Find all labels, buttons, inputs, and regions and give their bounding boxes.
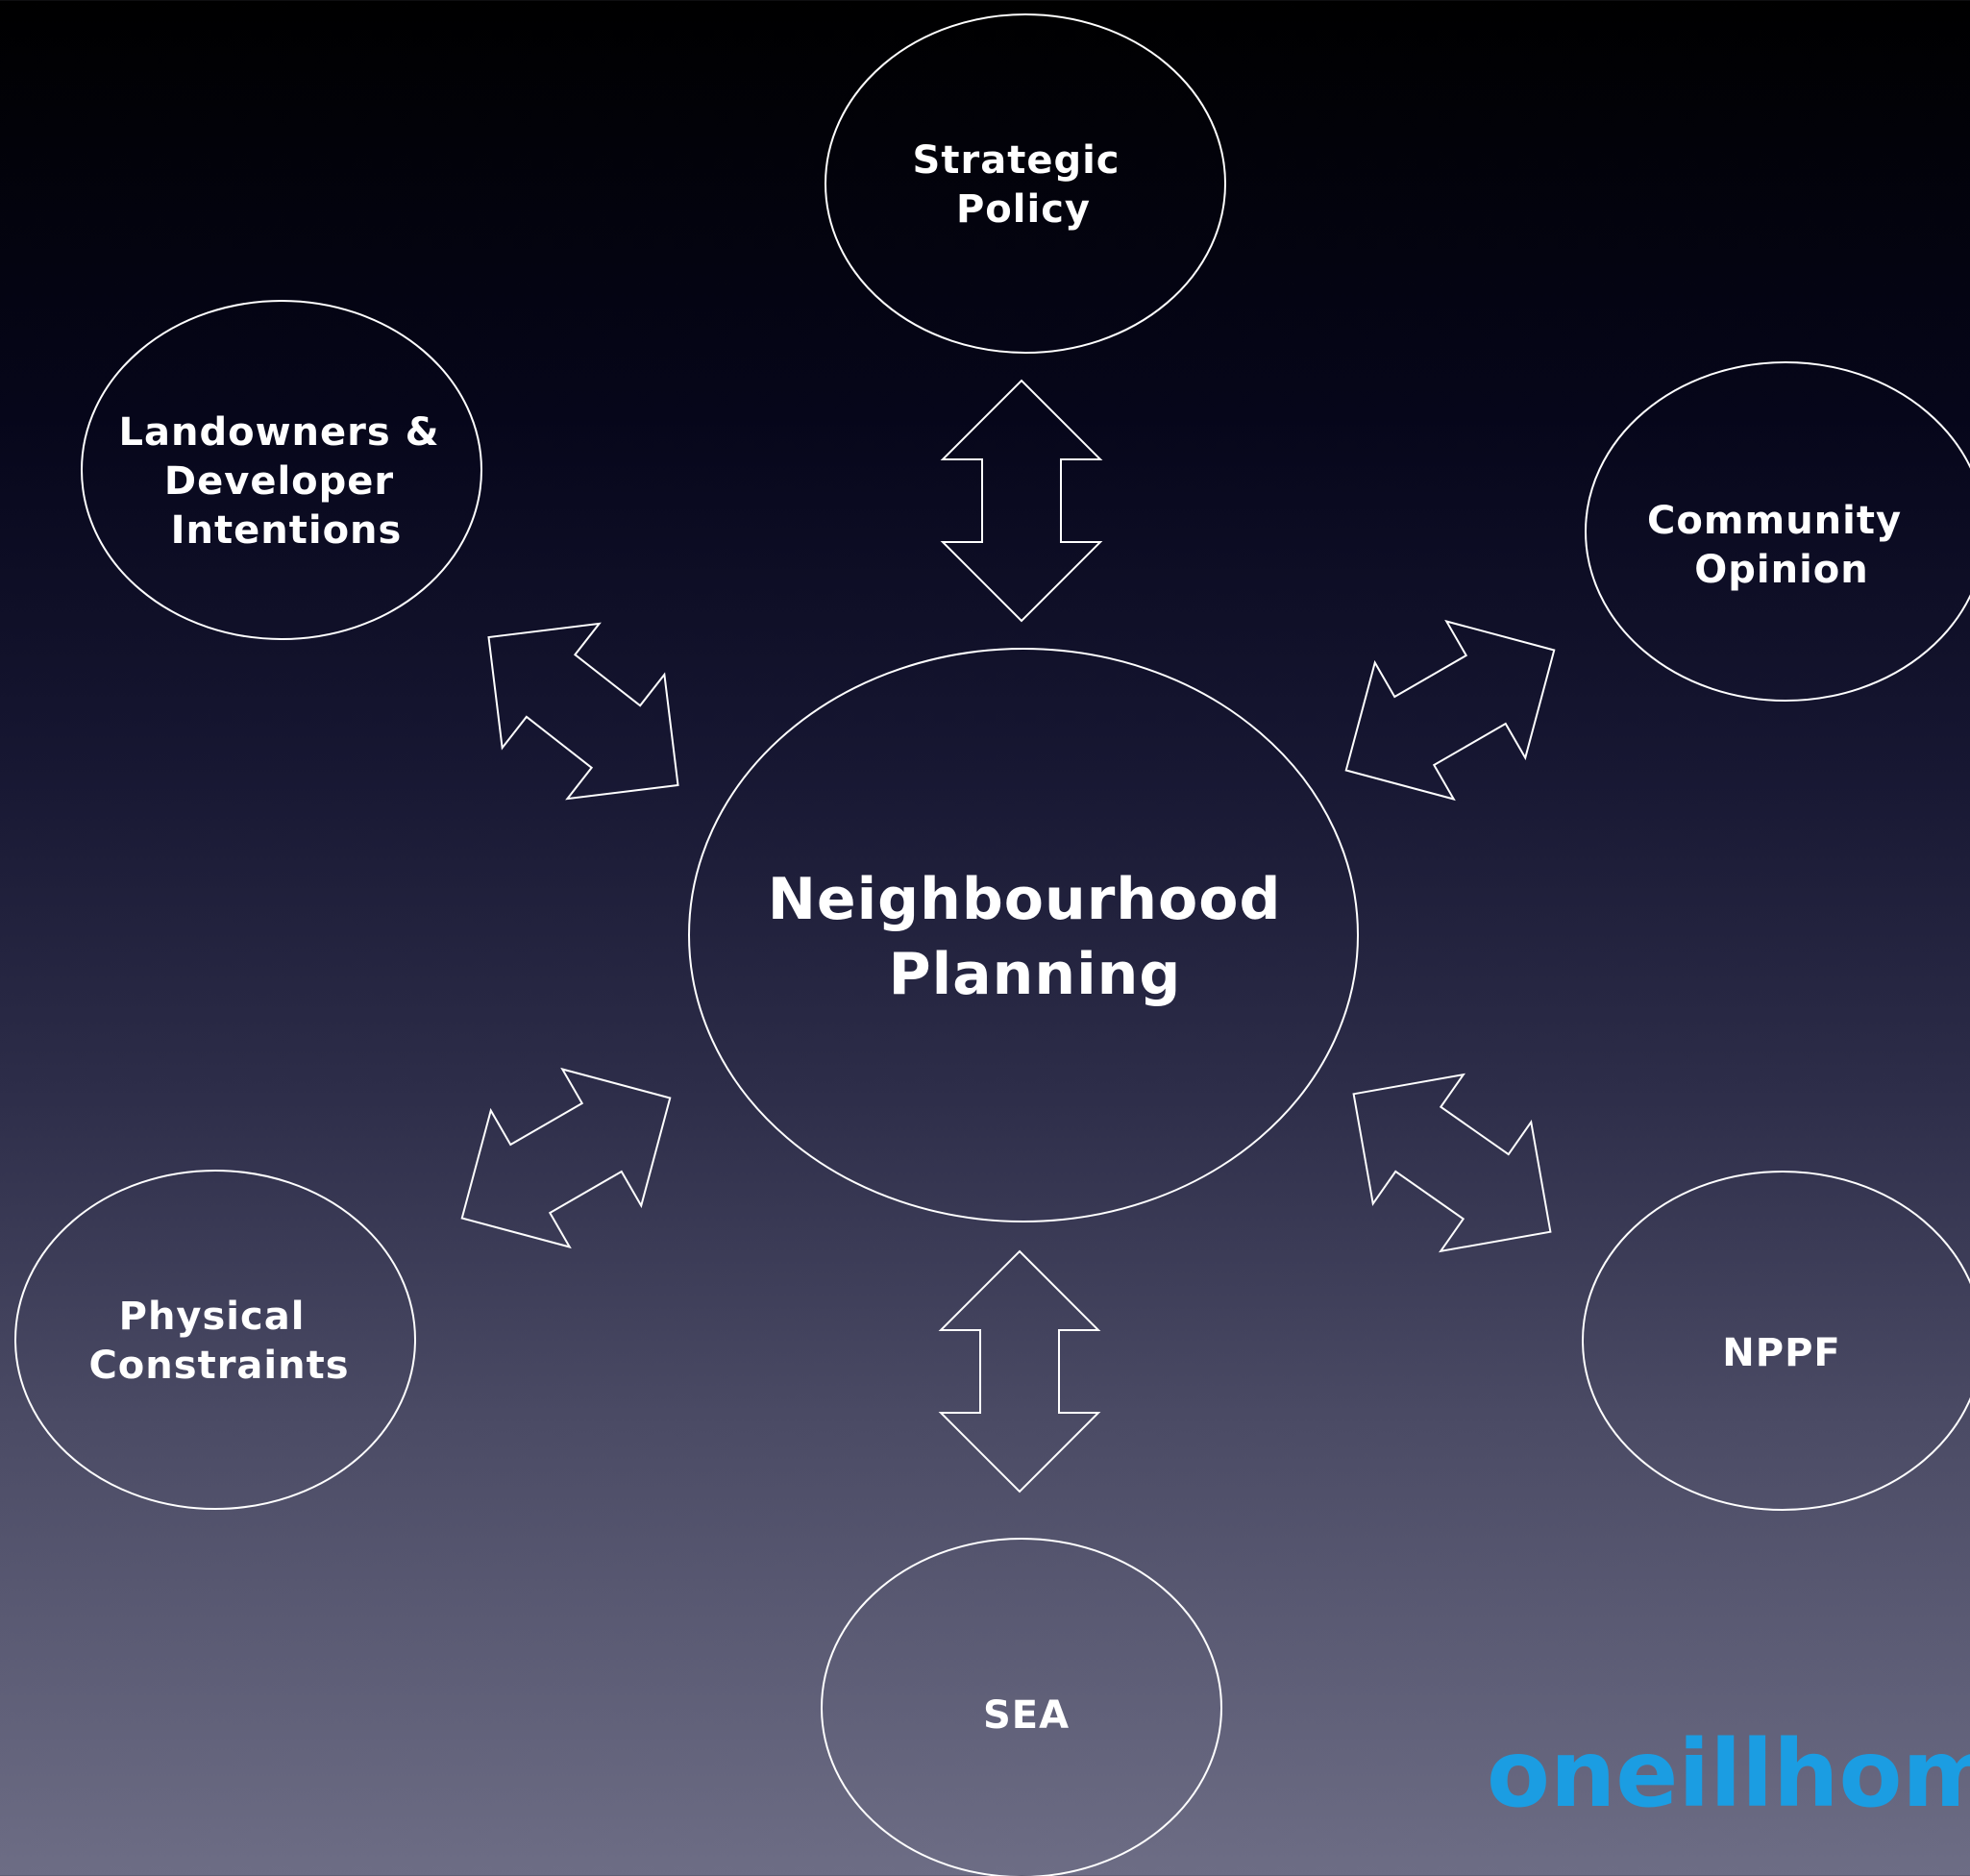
strategic-policy-label-line: Strategic (913, 138, 1120, 183)
arrow-community-opinion (1344, 619, 1556, 802)
arrow-strategic-policy (940, 379, 1103, 623)
landowners-label-line: Intentions (171, 508, 403, 553)
center-node-label-line: Planning (889, 941, 1182, 1008)
double-arrow-icon (460, 1067, 672, 1249)
double-arrow-icon (487, 622, 679, 801)
community-opinion-ellipse (1585, 361, 1970, 702)
double-arrow-icon (1352, 1073, 1552, 1253)
landowners-ellipse (81, 300, 482, 640)
sea-label: SEA (983, 1693, 1070, 1738)
node-strategic-policy: Strategic Policy (825, 13, 1226, 354)
arrow-nppf (1352, 1073, 1552, 1253)
node-landowners: Landowners & Developer Intentions (81, 300, 482, 640)
physical-constraints-label: Physical Constraints (88, 1295, 349, 1388)
center-node: Neighbourhood Planning (688, 648, 1359, 1222)
physical-constraints-label-line: Physical (119, 1295, 306, 1339)
center-node-label-line: Neighbourhood (768, 866, 1282, 933)
center-node-label: Neighbourhood Planning (768, 866, 1303, 1008)
node-sea: SEA (821, 1538, 1222, 1876)
arrow-sea (938, 1249, 1101, 1493)
community-opinion-label-line: Community (1647, 499, 1902, 543)
strategic-policy-label: Strategic Policy (913, 138, 1135, 232)
double-arrow-icon (938, 1249, 1101, 1493)
physical-constraints-label-line: Constraints (88, 1344, 349, 1388)
community-opinion-label-line: Opinion (1694, 548, 1869, 592)
landowners-label-line: Developer (164, 459, 394, 504)
strategic-policy-label-line: Policy (956, 187, 1091, 232)
arrow-landowners (487, 622, 679, 801)
node-physical-constraints: Physical Constraints (14, 1170, 416, 1510)
node-community-opinion: Community Opinion (1585, 361, 1970, 702)
strategic-policy-ellipse (825, 13, 1226, 354)
arrow-physical-constraints (460, 1067, 672, 1249)
brand-logo: oneillhom (1487, 1720, 1970, 1828)
node-nppf: NPPF (1582, 1171, 1970, 1511)
sea-label-line: SEA (983, 1693, 1070, 1738)
landowners-label-line: Landowners & (119, 410, 440, 455)
double-arrow-icon (1344, 619, 1556, 802)
nppf-label: NPPF (1722, 1331, 1840, 1375)
community-opinion-label: Community Opinion (1647, 499, 1916, 592)
sea-ellipse (821, 1538, 1222, 1876)
double-arrow-icon (940, 379, 1103, 623)
center-node-ellipse (688, 648, 1359, 1222)
nppf-ellipse (1582, 1171, 1970, 1511)
nppf-label-line: NPPF (1722, 1331, 1840, 1375)
physical-constraints-ellipse (14, 1170, 416, 1510)
landowners-label: Landowners & Developer Intentions (119, 410, 455, 553)
